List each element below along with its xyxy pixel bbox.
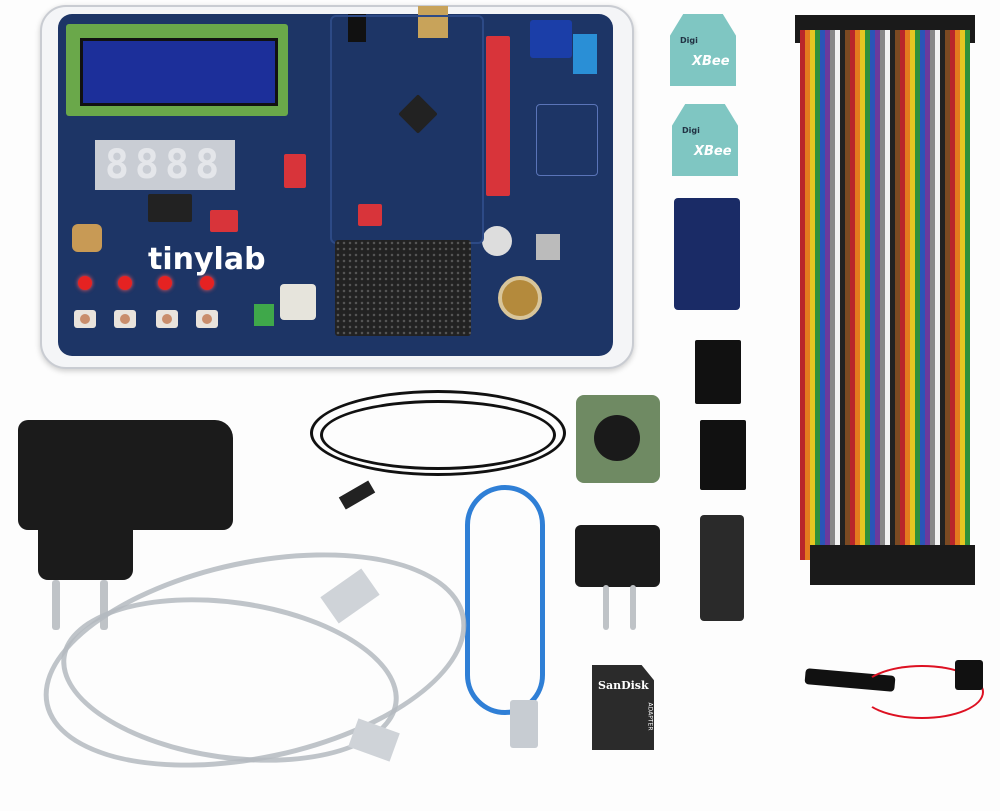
ic-chip (148, 194, 192, 222)
lcd-module (66, 24, 288, 116)
xbee-label: XBee (694, 144, 732, 159)
plug-pin (603, 585, 609, 630)
dip-switch (284, 154, 306, 188)
battery-clip-wire (860, 665, 984, 719)
led-red (78, 276, 92, 290)
jumper-wires (800, 30, 970, 560)
jumper-wire-headers-bottom (810, 545, 975, 585)
led-red (158, 276, 172, 290)
xbee-module: Digi XBee (672, 104, 738, 176)
dip-switch (358, 204, 382, 226)
plug-pin (100, 580, 108, 630)
push-button (196, 310, 218, 328)
battery-clip (955, 660, 983, 690)
dc-jack (348, 14, 366, 42)
sd-slot (536, 234, 560, 260)
plug-adapter (575, 525, 660, 587)
xbee-usb-adapter (674, 198, 740, 310)
bluetooth-module (700, 515, 744, 621)
push-button (156, 310, 178, 328)
push-button (114, 310, 136, 328)
terminal-block (573, 34, 597, 74)
xbee-label: XBee (692, 54, 730, 69)
push-button (74, 310, 96, 328)
buzzer-disc (594, 415, 640, 461)
buzzer-onboard (482, 226, 512, 256)
nrf24-module (695, 340, 741, 404)
relay (530, 20, 572, 58)
mini-breadboard (335, 240, 471, 336)
arduino-mega-socket (330, 15, 484, 244)
xbee-module: Digi XBee (670, 14, 736, 86)
dip-switch (210, 210, 238, 232)
plug-pin (52, 580, 60, 630)
usb-cable-blue (465, 485, 545, 715)
board-logo: tinylab (148, 242, 266, 277)
nrf24-module (700, 420, 746, 490)
dc-plug (338, 480, 376, 510)
xbee-brand: Digi (680, 36, 698, 45)
dip-switch-bank (486, 36, 510, 196)
seven-segment-display: 8888 (95, 140, 235, 190)
plug-pin (630, 585, 636, 630)
terminal-block-green (254, 304, 274, 326)
xbee-socket (536, 104, 598, 176)
rtc-battery-holder (72, 224, 102, 252)
led-red (118, 276, 132, 290)
rotary-encoder (280, 284, 316, 320)
lcd-screen (80, 38, 278, 106)
sd-card-adapter: SanDisk ADAPTER (592, 665, 654, 750)
potentiometer (498, 276, 542, 320)
power-adapter-plug (38, 525, 133, 580)
buzzer-component (576, 395, 660, 483)
usb-socket (418, 6, 448, 38)
usb-a-connector (510, 700, 538, 748)
led-red (200, 276, 214, 290)
xbee-brand: Digi (682, 126, 700, 135)
power-cable-coil (310, 390, 566, 476)
power-adapter (18, 420, 233, 530)
sd-brand: SanDisk (598, 679, 649, 692)
power-cable-coil (320, 400, 556, 470)
usb-b-connector (348, 718, 400, 762)
sd-adapter-label: ADAPTER (646, 702, 654, 731)
